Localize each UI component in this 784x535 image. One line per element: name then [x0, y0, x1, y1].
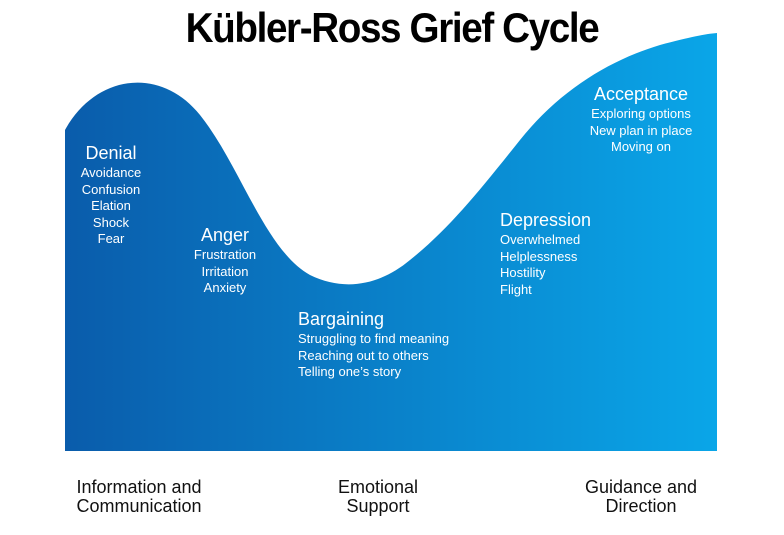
stage-bargaining-name: Bargaining — [298, 309, 385, 329]
stage-depression: Depression Overwhelmed Helplessness Host… — [500, 209, 640, 298]
stage-acceptance-name: Acceptance — [593, 84, 689, 104]
stage-anger-item: Irritation — [201, 263, 249, 279]
footer-line: Guidance and — [584, 477, 698, 497]
stage-anger-item: Frustration — [193, 247, 257, 262]
stage-acceptance: Acceptance Exploring options New plan in… — [570, 83, 712, 156]
stage-denial: Denial Avoidance Confusion Elation Shock… — [60, 142, 162, 248]
stage-acceptance-item: Exploring options — [591, 106, 691, 121]
stage-bargaining-item: Reaching out to others — [298, 347, 429, 363]
footer-emotional-support: Emotional Support — [300, 478, 456, 516]
stage-depression-name: Depression — [500, 210, 592, 230]
stage-denial-item: Elation — [91, 198, 131, 213]
stage-bargaining-item: Telling one’s story — [298, 364, 402, 379]
grief-curve-shape — [65, 33, 717, 451]
footer-line: Communication — [76, 496, 202, 516]
footer-information-communication: Information and Communication — [44, 478, 234, 516]
stage-denial-item: Shock — [92, 214, 130, 230]
footer-line: Emotional — [337, 477, 419, 497]
footer-line: Support — [346, 496, 410, 516]
stage-acceptance-item: Moving on — [611, 139, 671, 154]
stage-depression-item: Flight — [500, 281, 532, 297]
stage-depression-item: Overwhelmed — [500, 232, 581, 247]
stage-denial-item: Avoidance — [80, 165, 142, 180]
footer-guidance-direction: Guidance and Direction — [556, 478, 726, 516]
footer-line: Information and — [76, 477, 202, 497]
stage-denial-name: Denial — [85, 143, 137, 163]
stage-anger-item: Anxiety — [203, 280, 247, 295]
stage-anger-name: Anger — [200, 225, 250, 245]
stage-denial-item: Confusion — [81, 181, 141, 197]
stage-depression-item: Hostility — [500, 265, 546, 280]
stage-acceptance-item: New plan in place — [589, 122, 693, 138]
diagram-title: Kübler-Ross Grief Cycle — [185, 4, 600, 51]
stage-depression-item: Helplessness — [500, 248, 578, 264]
stage-denial-item: Fear — [97, 231, 125, 246]
footer-line: Direction — [605, 496, 677, 516]
stage-anger: Anger Frustration Irritation Anxiety — [180, 224, 270, 297]
stage-bargaining-item: Struggling to find meaning — [298, 331, 450, 346]
stage-bargaining: Bargaining Struggling to find meaning Re… — [298, 308, 498, 381]
